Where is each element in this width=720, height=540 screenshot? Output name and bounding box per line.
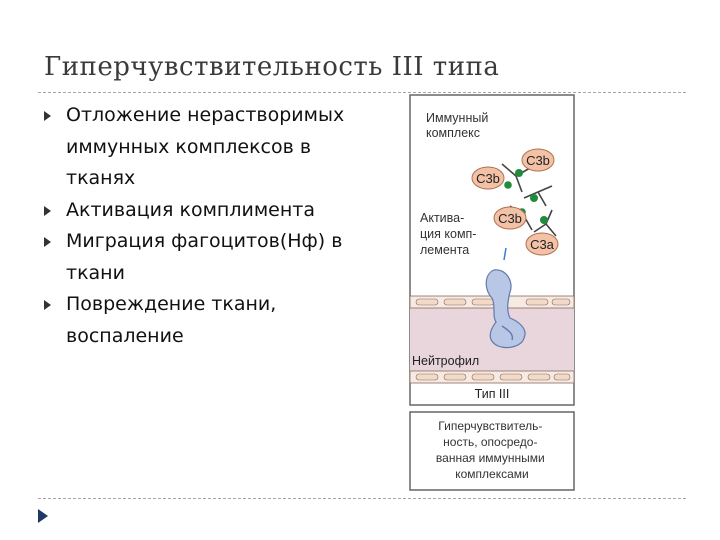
- bullet-arrow-icon: [44, 237, 51, 247]
- c3b-molecule: C3b: [521, 148, 555, 172]
- bullet-item: Миграция фагоцитов(Нф) в ткани: [42, 226, 362, 289]
- caption-box: [409, 411, 575, 491]
- membrane-band-bottom: [409, 370, 575, 384]
- bullet-text: Повреждение ткани, воспаление: [66, 293, 277, 347]
- bullet-text: Отложение нерастворимых иммунных комплек…: [66, 104, 345, 189]
- bullet-text: Миграция фагоцитов(Нф) в ткани: [66, 230, 343, 284]
- immune-complex-label: Иммунный комплекс: [426, 111, 492, 140]
- footer-divider: [38, 498, 686, 499]
- bullet-item: Активация комплимента: [42, 195, 362, 227]
- neutrophil-label: Нейтрофил: [412, 354, 479, 368]
- chemotaxis-mark: [503, 247, 507, 261]
- bullet-item: Повреждение ткани, воспаление: [42, 289, 362, 352]
- bullet-arrow-icon: [44, 205, 51, 216]
- bullet-item: Отложение нерастворимых иммунных комплек…: [42, 100, 362, 195]
- bullet-list: Отложение нерастворимых иммунных комплек…: [42, 100, 362, 352]
- type-label: Тип III: [475, 387, 510, 401]
- bullet-arrow-icon: [44, 300, 51, 310]
- hypersensitivity-type3-figure: Иммунный комплекс C3b C3b C3b C3a Актива…: [409, 94, 575, 491]
- title-divider: [38, 92, 686, 93]
- antigen-nodes: [504, 169, 548, 224]
- c3b-molecule: C3b: [493, 206, 527, 230]
- svg-text:C3b: C3b: [498, 211, 522, 226]
- svg-text:C3b: C3b: [526, 153, 550, 168]
- complement-activation-label: Актива- ция комп- лемента: [420, 211, 480, 257]
- bullet-arrow-icon: [44, 111, 51, 121]
- c3a-molecule: C3a: [525, 232, 559, 256]
- bullet-text: Активация комплимента: [66, 198, 315, 221]
- slide-nav-marker-icon: [38, 509, 48, 523]
- svg-text:C3a: C3a: [530, 237, 555, 252]
- c3b-molecule: C3b: [471, 166, 505, 190]
- figure-caption: Гиперчувствитель- ность, опосредо- ванна…: [436, 419, 548, 481]
- neutrophil-cell: [485, 269, 526, 349]
- membrane-band-top: [409, 295, 575, 309]
- slide-title: Гиперчувствительность III типа: [44, 52, 500, 82]
- svg-text:C3b: C3b: [476, 171, 500, 186]
